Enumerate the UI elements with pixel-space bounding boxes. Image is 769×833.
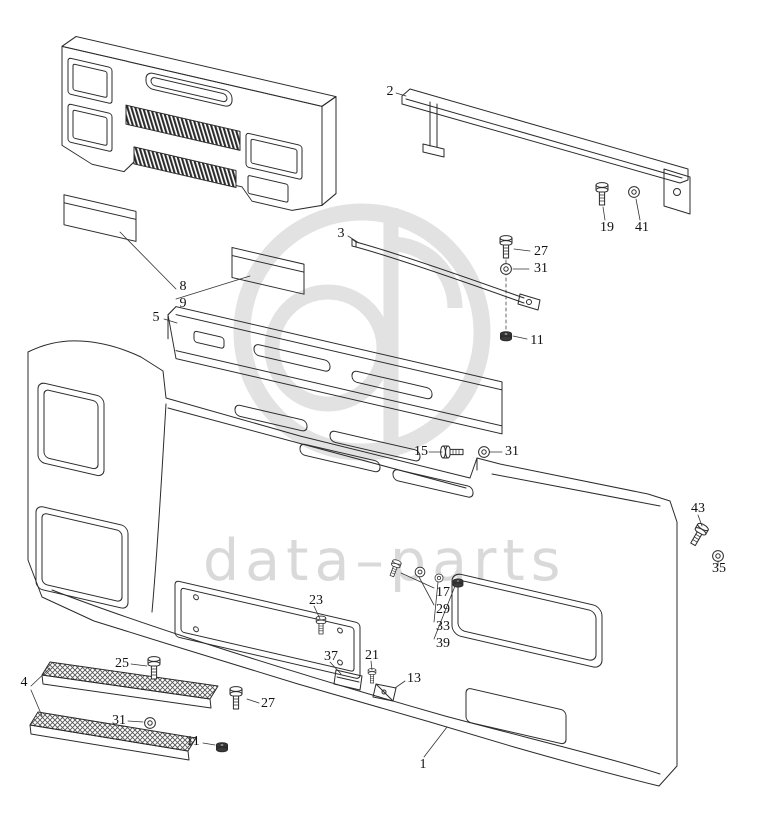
washer-31-top-icon	[500, 263, 512, 275]
bolt-25-icon	[147, 656, 161, 680]
mount-bracket	[401, 88, 691, 215]
side-panel-8	[63, 194, 137, 242]
trim-panel	[167, 306, 503, 435]
part-label-5: 5	[152, 310, 160, 325]
part-label-8: 8	[179, 279, 187, 294]
washer-35-icon	[712, 550, 724, 562]
license-plate-recess	[174, 580, 361, 679]
part-label-2: 2	[386, 84, 394, 99]
bracket-37	[333, 669, 363, 691]
bolt-21-icon	[367, 668, 377, 684]
nut-39-icon	[452, 578, 464, 588]
washer-33-icon	[434, 573, 444, 583]
part-label-3: 3	[337, 226, 345, 241]
part-label-17: 17	[436, 585, 450, 600]
watermark-text: data–parts	[203, 528, 566, 594]
grille-strip-lower	[133, 146, 237, 188]
clip-13	[372, 683, 397, 702]
bolt-19-icon	[595, 182, 609, 206]
part-label-29: 29	[436, 602, 450, 617]
leader-lines	[30, 92, 719, 758]
bumper-main	[27, 340, 678, 787]
part-label-39: 39	[436, 636, 450, 651]
part-label-9: 9	[179, 296, 187, 311]
part-label-31c: 31	[112, 713, 126, 728]
part-label-43: 43	[691, 501, 705, 516]
part-label-23: 23	[309, 593, 323, 608]
part-label-33: 33	[436, 619, 450, 634]
washer-31-mid-icon	[478, 446, 490, 458]
bolt-27-top-icon	[499, 235, 513, 259]
washer-29-icon	[414, 566, 426, 578]
grille-strip-upper	[125, 104, 241, 151]
part-label-41: 41	[635, 220, 649, 235]
part-label-1: 1	[419, 757, 427, 772]
part-label-21: 21	[365, 648, 379, 663]
watermark-logo	[233, 203, 491, 461]
part-label-11b: 11	[186, 734, 200, 749]
part-label-11a: 11	[530, 333, 544, 348]
upper-panel	[61, 36, 337, 295]
part-label-31a: 31	[534, 261, 548, 276]
part-label-15: 15	[414, 444, 428, 459]
headlamp-recess	[451, 573, 603, 745]
nut-11-top-icon	[500, 331, 512, 342]
washer-41-icon	[628, 186, 640, 198]
part-label-25: 25	[115, 656, 129, 671]
bolt-23-icon	[315, 615, 327, 635]
bolt-43-icon	[687, 521, 710, 548]
part-label-19: 19	[600, 220, 614, 235]
washer-31-bottom-icon	[144, 717, 156, 729]
bolt-27-bottom-icon	[229, 686, 243, 710]
side-panel-9	[231, 247, 305, 295]
part-label-13: 13	[407, 671, 421, 686]
part-label-27a: 27	[534, 244, 548, 259]
bolt-15-icon	[440, 445, 464, 459]
part-label-35: 35	[712, 561, 726, 576]
part-label-27b: 27	[261, 696, 275, 711]
step-plates	[29, 661, 219, 761]
stay-rod	[351, 238, 541, 311]
nut-11-bottom-icon	[216, 742, 228, 753]
part-label-4: 4	[20, 675, 28, 690]
part-label-31b: 31	[505, 444, 519, 459]
part-label-37: 37	[324, 649, 338, 664]
